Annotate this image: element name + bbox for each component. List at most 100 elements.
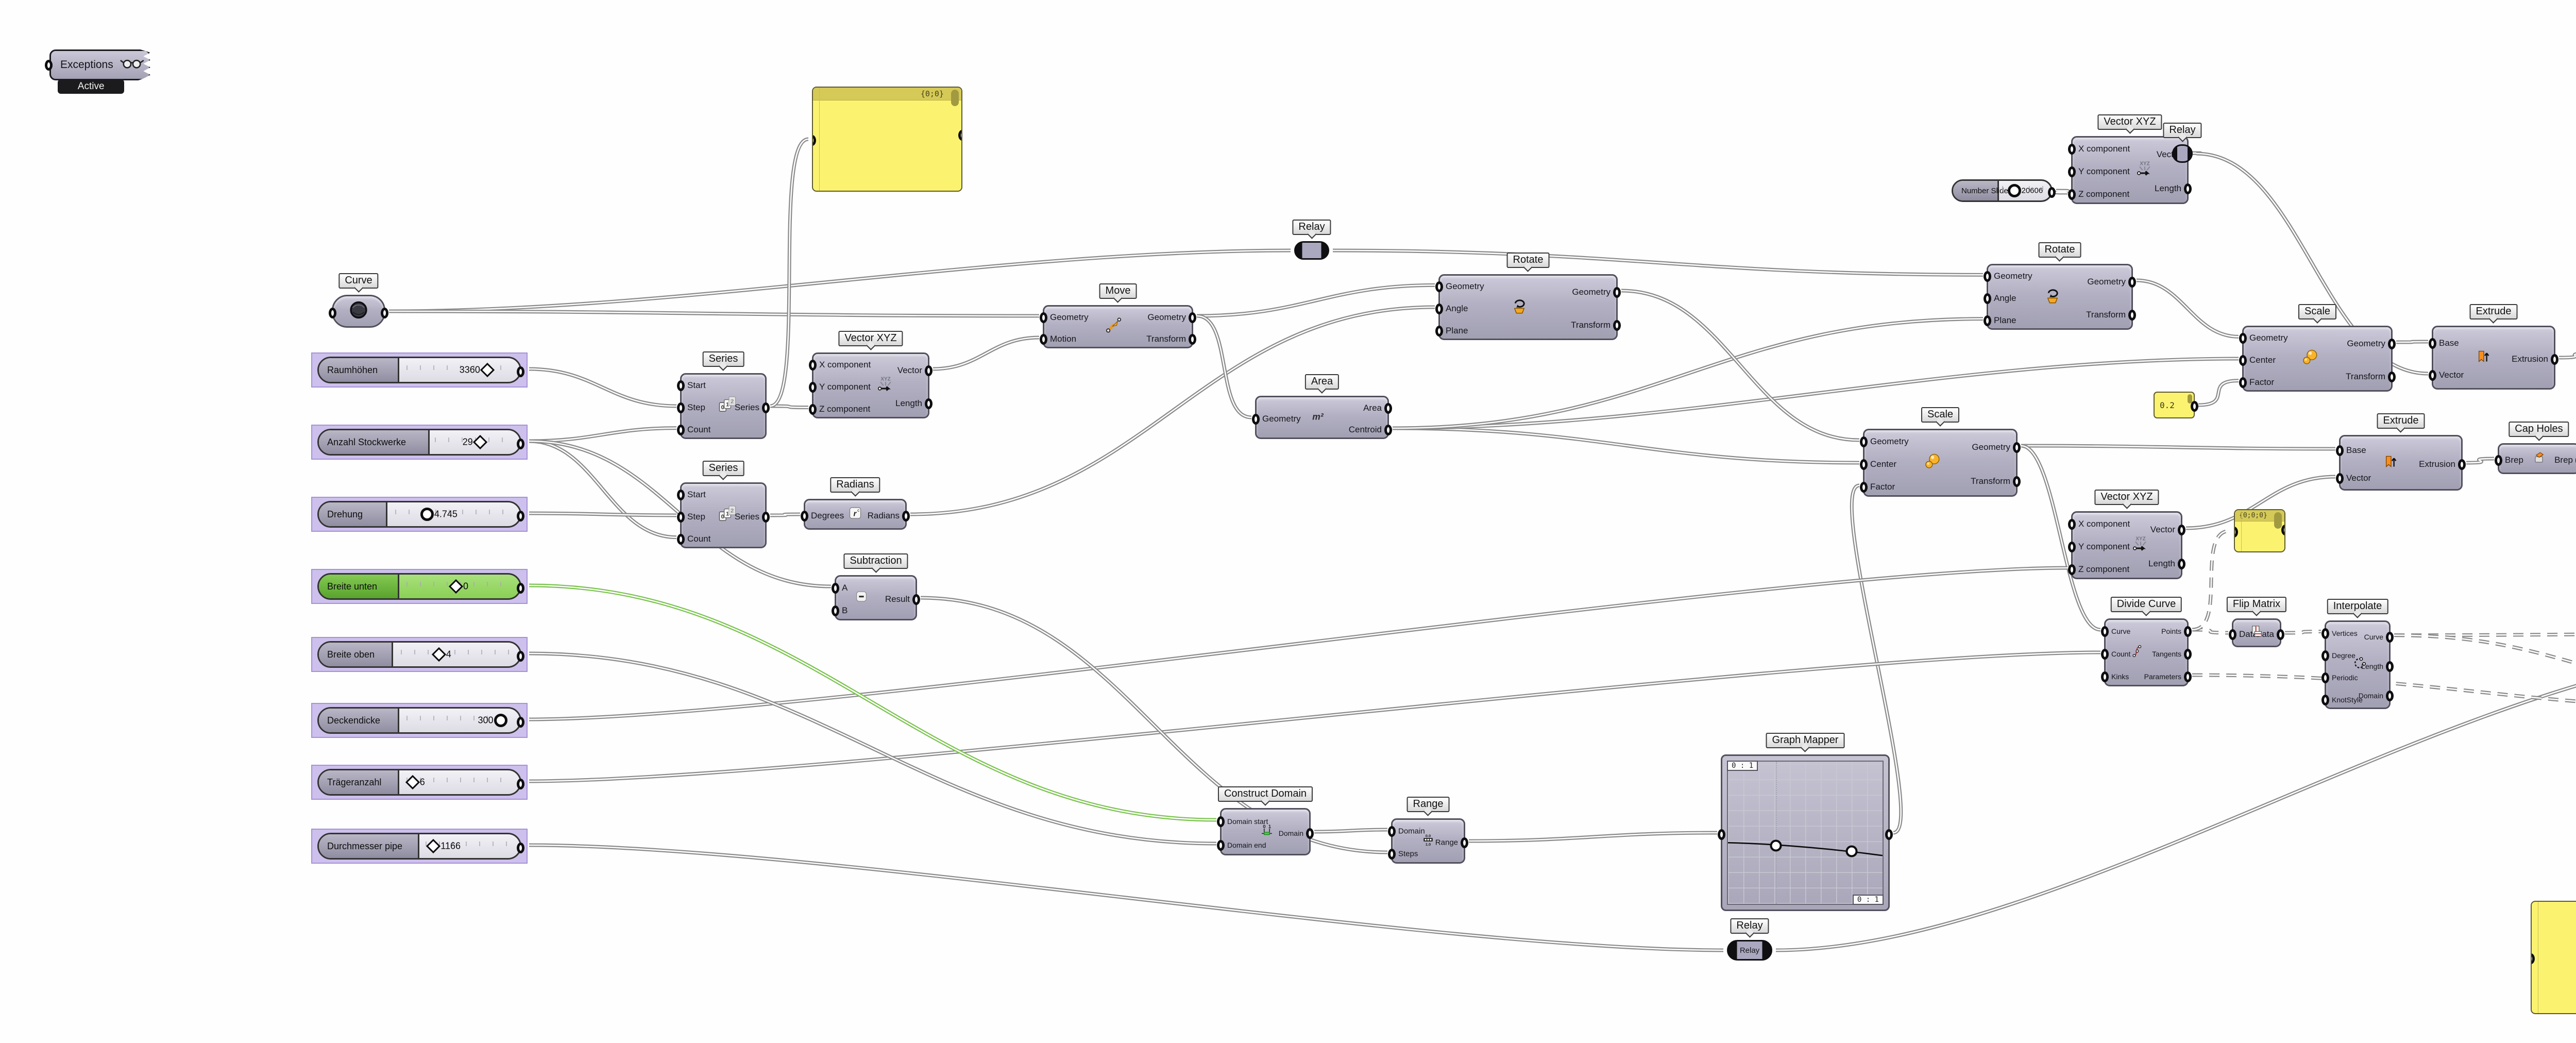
extrude2-input-nub-1[interactable] [2336, 473, 2344, 484]
extrude1-output-nub-0[interactable] [2551, 354, 2558, 365]
panel2000-panel[interactable]: 2000 [2531, 901, 2576, 1014]
move-output-nub-1[interactable] [1189, 334, 1196, 345]
vxyz2-input-nub-2[interactable] [2068, 189, 2076, 200]
vxyz3-input-nub-2[interactable] [2068, 564, 2076, 575]
series2-input-nub-1[interactable] [677, 512, 685, 523]
graphmapper-input-nub[interactable] [1718, 829, 1725, 840]
rotate1-input-nub-2[interactable] [1435, 325, 1443, 337]
rotate1-input-nub-1[interactable] [1435, 304, 1443, 314]
interp-output-nub-2[interactable] [2386, 691, 2394, 702]
raumhoehen-output-nub-0[interactable] [517, 366, 524, 377]
vxyz1-input-nub-2[interactable] [809, 403, 817, 415]
vxyz2-input-nub-0[interactable] [2068, 144, 2076, 155]
interp-input-nub-2[interactable] [2321, 672, 2329, 683]
relay1[interactable] [1294, 241, 1329, 260]
extrude1-input-nub-0[interactable] [2429, 338, 2436, 349]
curve-input-nub-0[interactable] [329, 308, 336, 318]
rotate1-output-nub-0[interactable] [1613, 287, 1621, 298]
divcurve-input-nub-2[interactable] [2101, 671, 2109, 682]
subtraction-output-nub-0[interactable] [912, 594, 920, 605]
series2-input-nub-0[interactable] [677, 490, 685, 501]
divcurve-output-nub-2[interactable] [2184, 671, 2192, 682]
subtraction-input-nub-1[interactable] [832, 605, 839, 616]
numslider-slider-knob[interactable] [2007, 184, 2021, 197]
series1-input-nub-0[interactable] [677, 380, 685, 392]
traeger-output-nub-0[interactable] [517, 779, 524, 789]
series2-output-nub-0[interactable] [762, 512, 770, 523]
range-input-nub-1[interactable] [1388, 849, 1396, 860]
exceptions-widget[interactable]: Exceptions [49, 49, 150, 80]
extrude2-output-nub-0[interactable] [2458, 459, 2466, 470]
cdomain-input-nub-0[interactable] [1217, 816, 1225, 827]
panel02-panel[interactable]: 0.2 [2154, 392, 2198, 418]
scale2-output-nub-0[interactable] [2013, 442, 2021, 453]
exceptions-status-badge[interactable]: Active [58, 79, 125, 94]
vxyz3-input-nub-1[interactable] [2068, 542, 2076, 552]
area-output-nub-1[interactable] [1384, 425, 1392, 435]
panelA-output-nub-0[interactable] [2281, 524, 2284, 535]
panelList-input-nub-0[interactable] [813, 135, 816, 146]
curve-parameter[interactable] [329, 295, 388, 328]
cdomain-input-nub-1[interactable] [1217, 840, 1225, 851]
rotate2-input-nub-0[interactable] [1984, 271, 1991, 282]
divcurve-output-nub-1[interactable] [2184, 649, 2192, 660]
scale2-input-nub-0[interactable] [1860, 436, 1868, 447]
rotate2-output-nub-0[interactable] [2128, 277, 2136, 288]
extrude1-input-nub-1[interactable] [2429, 370, 2436, 381]
graph-handle-1[interactable] [1845, 845, 1858, 857]
panelA-panel[interactable]: {0;0;0}{-122228.8096 [2234, 509, 2285, 552]
interp-input-nub-0[interactable] [2321, 628, 2329, 639]
range-input-nub-0[interactable] [1388, 826, 1396, 837]
breiteoben-output-nub-0[interactable] [517, 651, 524, 662]
extrude2-input-nub-0[interactable] [2336, 445, 2344, 456]
panelA-input-nub-0[interactable] [2235, 527, 2238, 537]
vxyz1-output-nub-0[interactable] [925, 365, 933, 376]
range-output-nub-0[interactable] [1461, 837, 1468, 848]
area-input-nub-0[interactable] [1252, 414, 1260, 425]
series2-input-nub-2[interactable] [677, 533, 685, 545]
rotate1-input-nub-0[interactable] [1435, 281, 1443, 293]
subtraction-input-nub-0[interactable] [832, 583, 839, 594]
vxyz2-input-nub-1[interactable] [2068, 166, 2076, 177]
interp-output-nub-1[interactable] [2386, 661, 2394, 672]
rotate1-output-nub-1[interactable] [1613, 320, 1621, 331]
interp-output-nub-0[interactable] [2386, 631, 2394, 643]
drehung-output-nub-0[interactable] [517, 511, 524, 522]
panelA-panel-grip[interactable] [2274, 512, 2282, 529]
panel02-output-nub-0[interactable] [2191, 401, 2198, 412]
series1-input-nub-1[interactable] [677, 402, 685, 413]
scale1-input-nub-0[interactable] [2239, 333, 2247, 344]
flip-input-nub-0[interactable] [2229, 629, 2236, 640]
graphmapper-output-nub[interactable] [1885, 829, 1893, 840]
scale2-output-nub-1[interactable] [2013, 476, 2021, 487]
stockwerke-output-nub-0[interactable] [517, 439, 524, 449]
move-input-nub-1[interactable] [1040, 334, 1047, 345]
move-output-nub-0[interactable] [1189, 312, 1196, 323]
divcurve-input-nub-1[interactable] [2101, 649, 2109, 660]
relay2[interactable] [2172, 144, 2193, 163]
scale1-input-nub-2[interactable] [2239, 377, 2247, 388]
rotate2-input-nub-1[interactable] [1984, 293, 1991, 304]
drehung-slider-knob[interactable] [420, 508, 434, 521]
